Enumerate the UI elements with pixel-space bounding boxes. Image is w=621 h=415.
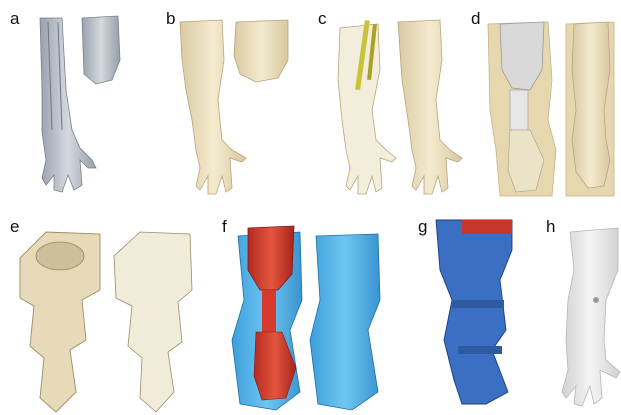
mold-block-transparent: [114, 232, 192, 412]
red-cap: [462, 220, 512, 234]
panel-d-illustration: [488, 22, 614, 196]
mold-layer-band-1: [452, 300, 504, 308]
panel-h-illustration: [562, 228, 620, 406]
arm-surface-shape-c: [398, 20, 462, 194]
silicone-arm-shape: [562, 228, 620, 406]
panel-c-illustration: [338, 20, 462, 194]
socket-connector: [510, 90, 528, 130]
panel-f-illustration: [232, 226, 380, 410]
panel-g-illustration: [436, 220, 512, 404]
mold-cavity: [36, 242, 84, 270]
panel-e-illustration: [20, 232, 192, 412]
assembled-mold-shape: [436, 220, 512, 404]
arm-surface-shape-d: [572, 22, 610, 188]
blue-mold-half-right: [310, 234, 380, 410]
mold-layer-band-2: [458, 346, 502, 354]
silicone-arm-detail: [593, 297, 599, 303]
residual-limb-surface: [234, 20, 288, 82]
red-connector: [262, 290, 276, 332]
panel-b-illustration: [180, 20, 288, 194]
transparent-arm-shape: [338, 24, 396, 194]
residual-limb-shape: [82, 16, 120, 84]
panel-a-illustration: [40, 16, 120, 192]
